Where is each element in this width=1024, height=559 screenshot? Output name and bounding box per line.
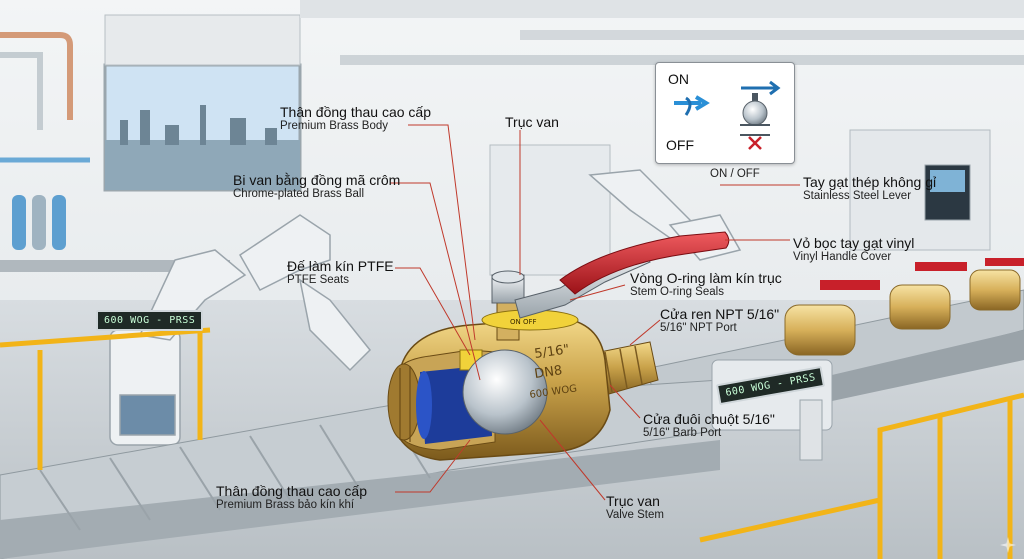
- sparkle-icon: [1000, 537, 1016, 553]
- gas-cylinders: [12, 195, 66, 250]
- label-bottom-body: Thân đồng thau cao cấp Premium Brass bảo…: [216, 483, 368, 512]
- inset-on-label: ON: [668, 71, 689, 87]
- label-premium-brass-body: Thân đồng thau cao cấp Premium Brass Bod…: [280, 104, 432, 133]
- flow-diagram-icon: [674, 80, 781, 150]
- label-stem-oring: Vòng O-ring làm kín trục Stem O-ring Sea…: [630, 270, 782, 299]
- label-barb-port: Cửa đuôi chuột 5/16" 5/16" Barb Port: [643, 411, 775, 440]
- label-chrome-ball: Bi van bằng đồng mã crôm Chrome-plated B…: [233, 172, 401, 201]
- label-on-off-small: ON / OFF: [710, 168, 760, 180]
- engraving-dn: DN8: [533, 363, 563, 382]
- engraving-size: 5/16": [533, 342, 570, 362]
- ball-valve-cutaway: ON OFF 5/16" DN8 600 WOG: [387, 231, 730, 461]
- label-stem-top: Trục van: [505, 114, 559, 130]
- window: [103, 14, 302, 192]
- label-npt-port: Cửa ren NPT 5/16" 5/16" NPT Port: [660, 306, 780, 335]
- label-valve-stem: Trục van Valve Stem: [606, 493, 664, 522]
- safety-railing: [0, 327, 1024, 559]
- rating-plate-left: 600 WOG - PRSS: [96, 310, 204, 331]
- label-ptfe-seats: Đế làm kín PTFE PTFE Seats: [287, 258, 394, 287]
- stamp-text: ON OFF: [510, 318, 537, 326]
- callout-lines: [390, 124, 800, 501]
- label-vinyl-cover: Vỏ bọc tay gạt vinyl Vinyl Handle Cover: [793, 235, 915, 264]
- on-off-inset: ON OFF: [655, 62, 795, 164]
- inset-off-label: OFF: [666, 137, 694, 153]
- label-stainless-lever: Tay gạt thép không gỉ Stainless Steel Le…: [803, 174, 937, 203]
- robot-arm-left: [109, 214, 372, 446]
